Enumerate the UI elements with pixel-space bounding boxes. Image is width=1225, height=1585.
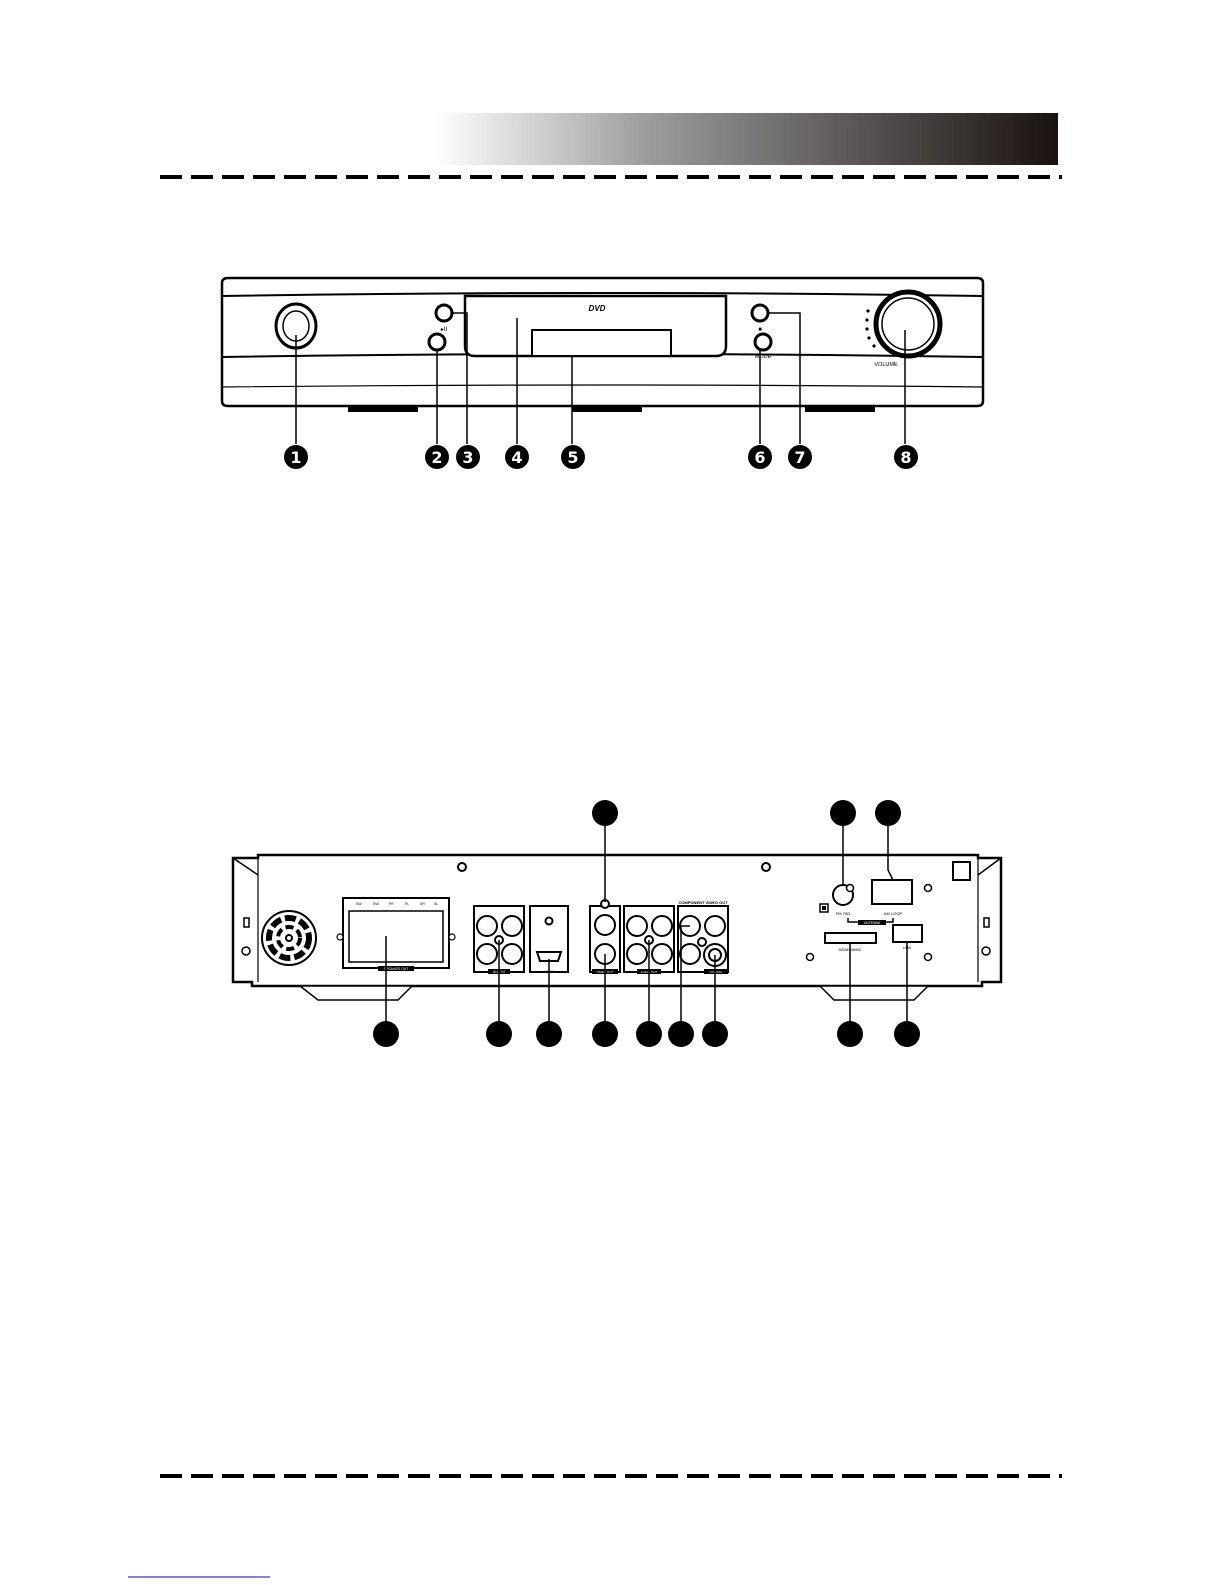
front-callout-1: 1 (284, 445, 308, 469)
stop-label: ■ (758, 327, 762, 333)
speaker-out-label: SPEAKER OUT (384, 967, 410, 971)
svg-text:FR: FR (389, 902, 394, 906)
svg-text:SR: SR (420, 902, 425, 906)
svg-text:6: 6 (754, 448, 765, 467)
mode-label: MODE (755, 354, 772, 360)
play-pause-button[interactable] (436, 305, 452, 321)
svg-text:SW-: SW- (373, 902, 381, 906)
svg-text:1: 1 (290, 448, 301, 467)
am-label: AM LOOP (884, 911, 903, 916)
svg-text:5: 5 (567, 448, 578, 467)
svg-text:7: 7 (794, 448, 805, 467)
rear-callout-hdmi (536, 1021, 562, 1047)
svg-text:3: 3 (462, 448, 473, 467)
rear-callout-aux-in (486, 1021, 512, 1047)
front-callout-4: 4 (505, 445, 529, 469)
component-video-out-label: COMPONENT VIDEO OUT (678, 900, 728, 905)
play-pause-label: ▸II (441, 327, 448, 333)
mode-button[interactable] (755, 334, 771, 350)
rear-callout-coaxial (702, 1021, 728, 1047)
rear-callout-audio-out (636, 1021, 662, 1047)
rear-callout-top-video (592, 800, 618, 826)
rear-callout-top-fm (830, 800, 856, 826)
card-slot[interactable] (825, 933, 876, 943)
dvd-logo: DVD (589, 304, 606, 313)
coaxial-label: COAXIAL (709, 970, 722, 974)
volume-knob[interactable] (876, 292, 940, 356)
svg-text:SL: SL (434, 902, 438, 906)
svg-text:8: 8 (900, 448, 911, 467)
rear-callout-top-am (875, 800, 901, 826)
am-loop-terminal[interactable] (872, 880, 912, 904)
front-callout-5: 5 (561, 445, 585, 469)
antenna-label: ANTENNA (864, 921, 881, 925)
front-panel-diagram: ▸II DVD ■ MODE VOLUME (222, 278, 983, 469)
volume-label: VOLUME (874, 362, 898, 368)
speaker-out-terminal[interactable] (337, 898, 455, 968)
svg-text:2: 2 (431, 448, 442, 467)
rear-callout-usb (894, 1021, 920, 1047)
svg-text:FL: FL (405, 902, 409, 906)
front-callout-6: 6 (748, 445, 772, 469)
rear-panel-diagram: SW SW- FR FL SR SL SPEAKER OUT AUX IN HD… (233, 800, 1001, 1047)
front-callout-7: 7 (788, 445, 812, 469)
rear-callout-video-out (592, 1021, 618, 1047)
front-callout-3: 3 (456, 445, 480, 469)
usb-port[interactable] (893, 925, 922, 942)
fm-label: FM 75Ω (836, 911, 850, 916)
front-callout-8: 8 (894, 445, 918, 469)
svg-text:4: 4 (511, 448, 522, 467)
rear-callout-card-slot (837, 1021, 863, 1047)
svg-text:SW: SW (356, 902, 362, 906)
header-gradient-bar (435, 113, 1058, 165)
front-callout-2: 2 (425, 445, 449, 469)
stop-button-right[interactable] (752, 305, 768, 321)
rear-callout-speaker-out (373, 1021, 399, 1047)
stop-button[interactable] (429, 334, 445, 350)
display-window (532, 330, 671, 356)
rear-callout-component (668, 1021, 694, 1047)
